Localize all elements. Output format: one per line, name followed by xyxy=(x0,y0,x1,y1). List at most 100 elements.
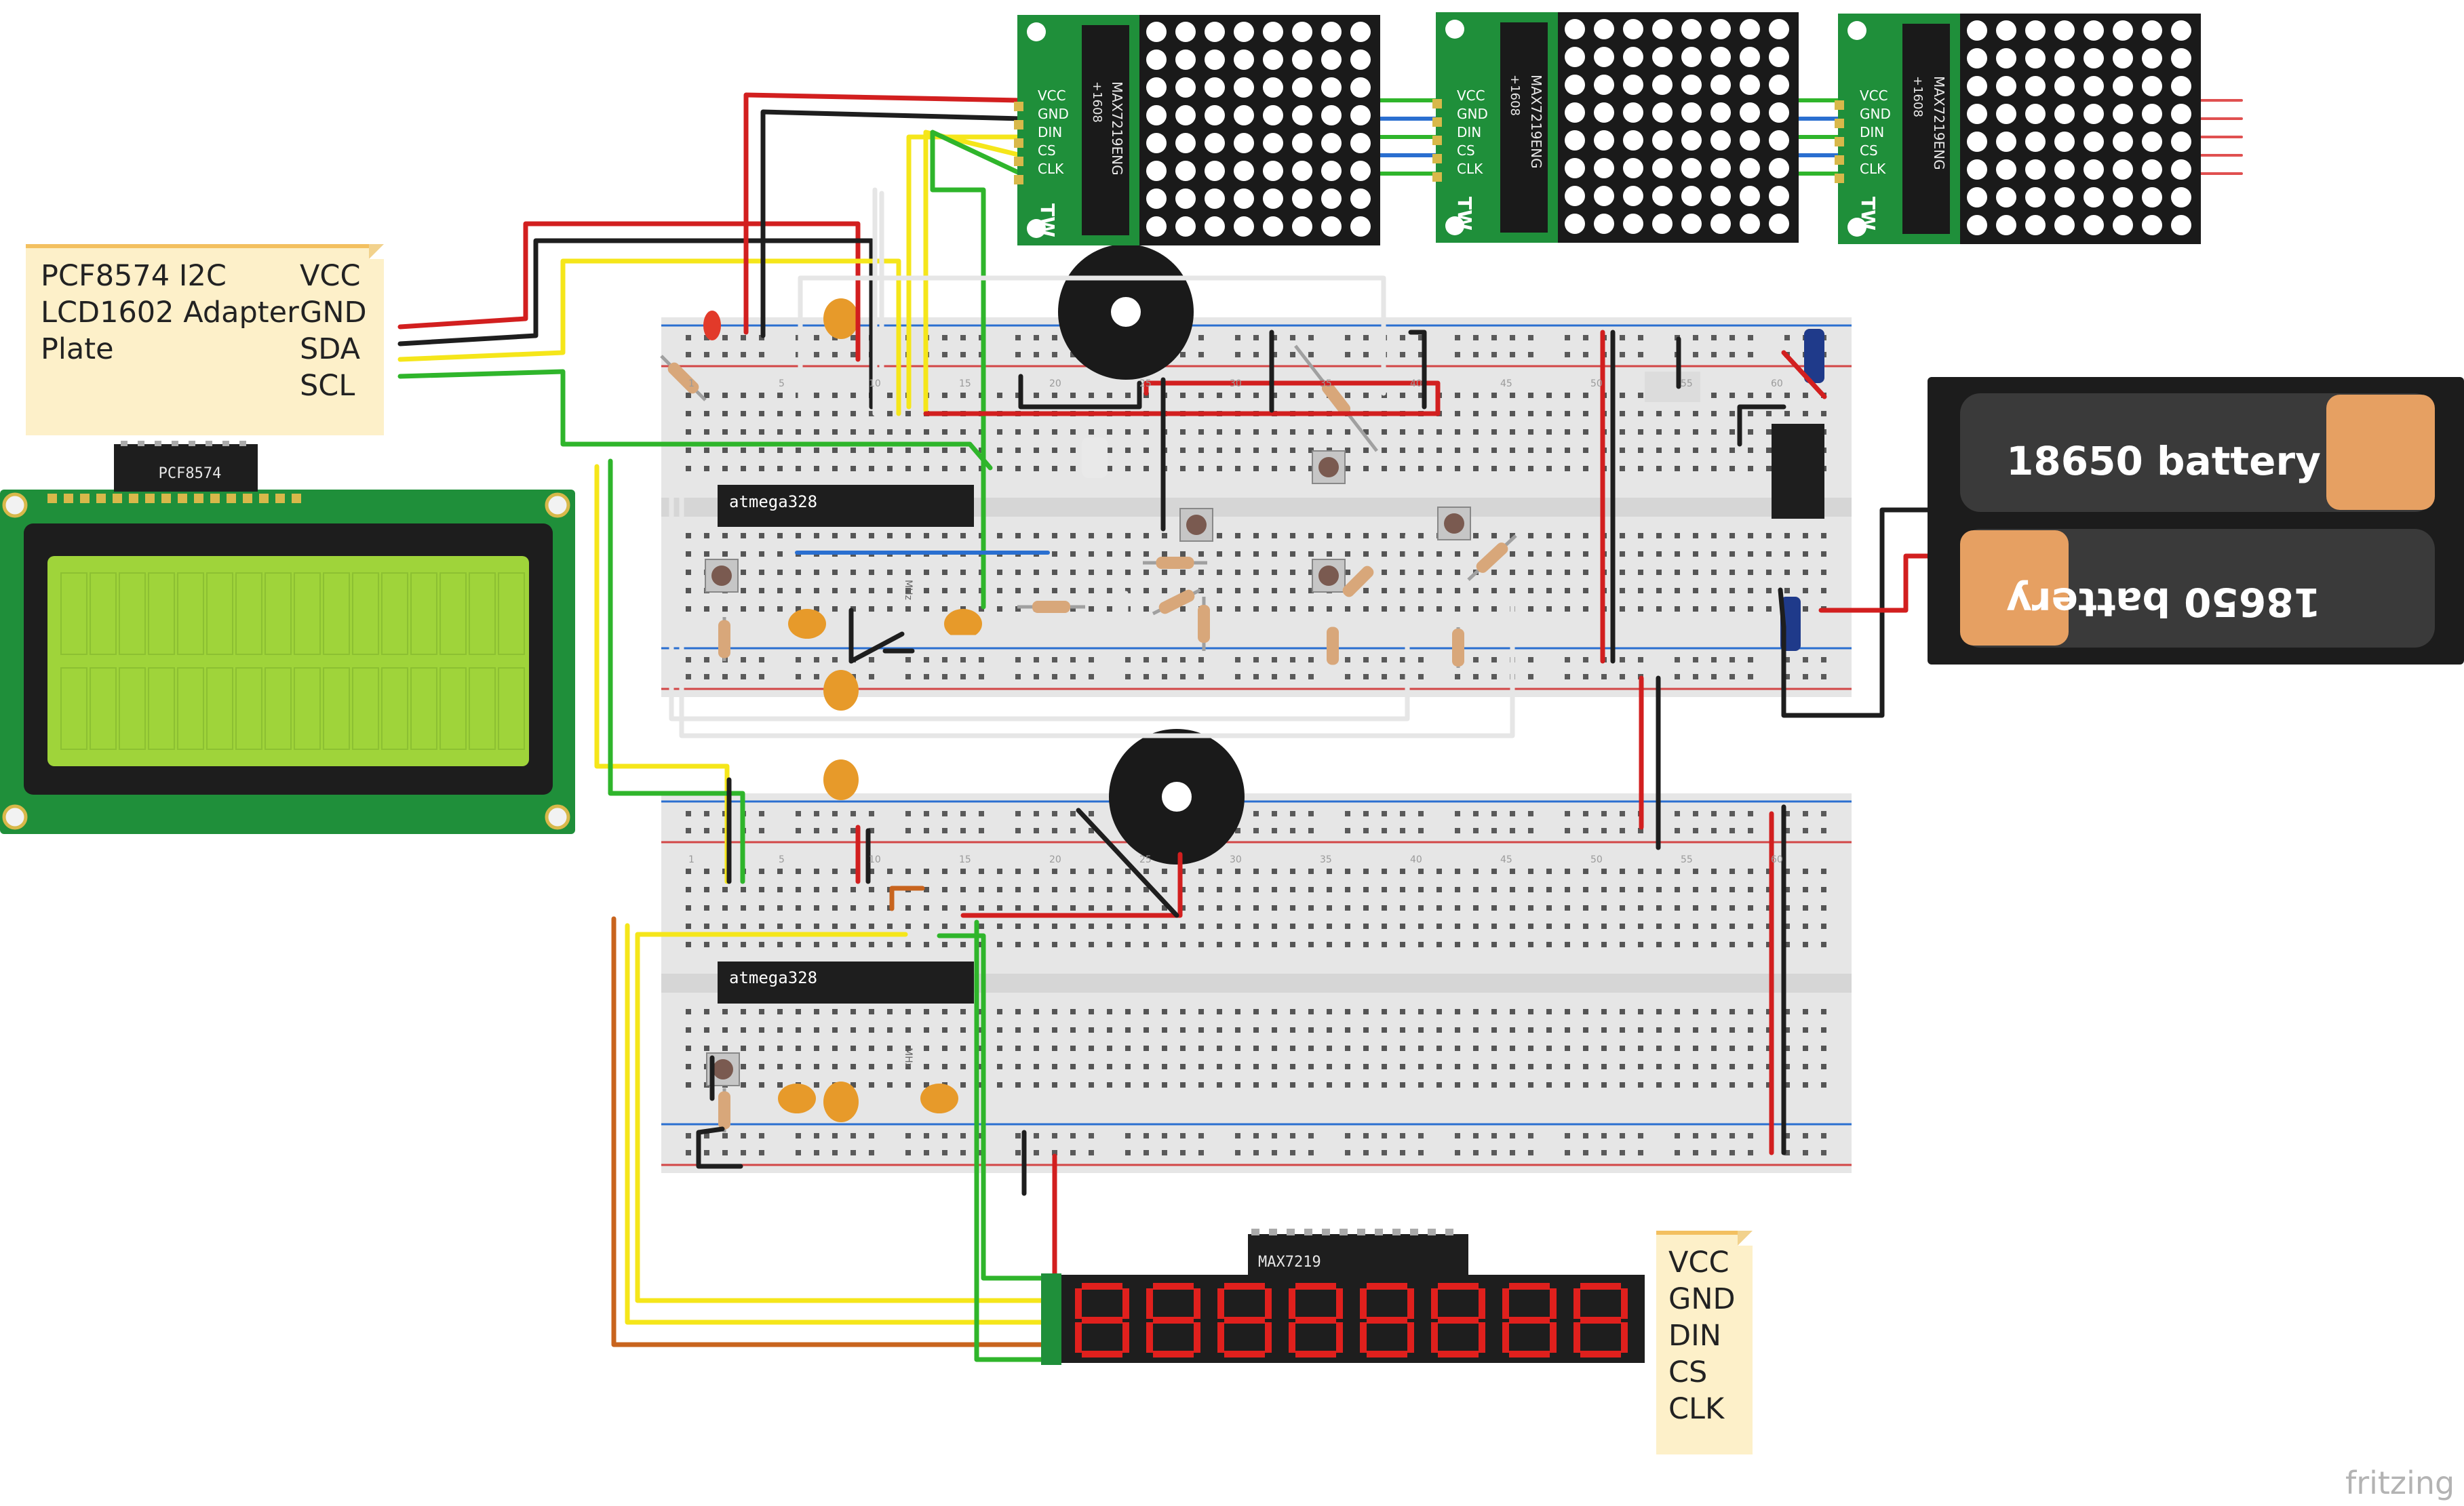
hole xyxy=(1253,869,1259,874)
hole xyxy=(850,393,856,398)
pin xyxy=(1432,136,1442,145)
rail-hole xyxy=(759,1133,764,1138)
rail-hole xyxy=(1784,828,1790,833)
hole xyxy=(869,429,874,435)
hole xyxy=(1748,429,1753,435)
hole xyxy=(832,411,838,416)
hole xyxy=(1473,551,1479,557)
hole xyxy=(1546,533,1552,538)
header-pin xyxy=(259,494,269,503)
matrix-led xyxy=(1263,77,1283,98)
hole xyxy=(1656,1009,1662,1014)
matrix-led xyxy=(1710,186,1731,206)
hole xyxy=(1821,905,1826,911)
matrix-led xyxy=(2025,132,2046,152)
hole xyxy=(1473,429,1479,435)
rail-hole xyxy=(1400,335,1405,340)
hole xyxy=(1253,887,1259,892)
column-number: 50 xyxy=(1590,854,1603,865)
hole xyxy=(1217,533,1222,538)
hole xyxy=(1217,466,1222,471)
matrix-led xyxy=(1594,186,1614,206)
rail-hole xyxy=(1528,657,1533,662)
matrix-3-pin-vcc: VCC xyxy=(1860,87,1888,104)
matrix-2-pin-gnd: GND xyxy=(1457,106,1488,122)
hole xyxy=(1034,1046,1039,1051)
matrix-led xyxy=(1321,133,1342,153)
hole xyxy=(1491,533,1497,538)
wire xyxy=(397,369,993,471)
hole xyxy=(869,1082,874,1088)
hole xyxy=(1473,1046,1479,1051)
hole xyxy=(1675,887,1680,892)
hole xyxy=(1253,570,1259,575)
column-number: 20 xyxy=(1049,854,1061,865)
hole xyxy=(850,1009,856,1014)
segment xyxy=(1122,1322,1129,1353)
rail-hole xyxy=(704,1150,709,1155)
hole xyxy=(1290,448,1295,453)
pushbutton-cap xyxy=(713,1059,733,1079)
hole xyxy=(1620,1027,1625,1033)
hole xyxy=(960,942,966,947)
hole xyxy=(1015,924,1021,929)
matrix-1-pin-gnd: GND xyxy=(1038,106,1069,122)
rail-hole xyxy=(1565,1133,1570,1138)
seg-header xyxy=(1041,1273,1061,1365)
rail-hole xyxy=(814,828,819,833)
matrix-led xyxy=(1234,189,1254,209)
lcd-note-line-3: Plate xyxy=(41,332,114,366)
lcd-cell xyxy=(206,572,233,655)
hole xyxy=(1583,466,1588,471)
hole xyxy=(1601,869,1607,874)
hole xyxy=(887,1082,893,1088)
hole xyxy=(1327,1009,1332,1014)
matrix-led xyxy=(2113,104,2133,124)
rail-hole xyxy=(686,1150,691,1155)
hole xyxy=(1198,448,1204,453)
mount-hole xyxy=(1445,20,1464,39)
hole xyxy=(1400,570,1405,575)
hole xyxy=(1473,942,1479,947)
segment xyxy=(1082,1351,1122,1358)
hole xyxy=(979,869,984,874)
hole xyxy=(1162,533,1167,538)
hole xyxy=(1363,1082,1369,1088)
rail-hole xyxy=(1693,657,1698,662)
lcd-cell xyxy=(148,572,175,655)
hole xyxy=(905,1082,911,1088)
hole xyxy=(741,887,746,892)
rail-hole xyxy=(1052,335,1057,340)
rail-hole xyxy=(924,828,929,833)
hole xyxy=(1272,905,1277,911)
hole xyxy=(1363,942,1369,947)
rail-hole xyxy=(1729,811,1735,816)
matrix-led xyxy=(1234,77,1254,98)
hole xyxy=(1418,905,1424,911)
rail-hole xyxy=(1455,1133,1460,1138)
rail-hole xyxy=(1143,657,1149,662)
rail-hole xyxy=(741,657,746,662)
segment xyxy=(1407,1288,1414,1319)
rail-hole xyxy=(1729,352,1735,357)
hole xyxy=(704,393,709,398)
hole xyxy=(1675,533,1680,538)
cell-2 xyxy=(1960,529,2435,648)
hole xyxy=(1803,393,1808,398)
hole xyxy=(686,1009,691,1014)
hole xyxy=(1253,606,1259,612)
hole xyxy=(832,905,838,911)
hole xyxy=(1491,448,1497,453)
rail-hole xyxy=(905,1150,911,1155)
hole xyxy=(1803,1064,1808,1069)
hole xyxy=(1125,448,1131,453)
hole xyxy=(905,1027,911,1033)
hole xyxy=(814,887,819,892)
rail-hole xyxy=(832,811,838,816)
hole xyxy=(1766,466,1772,471)
hole xyxy=(1656,429,1662,435)
hole xyxy=(741,466,746,471)
hole xyxy=(1418,942,1424,947)
seg-note-pin-vcc: VCC xyxy=(1668,1246,1729,1280)
rail-hole xyxy=(979,657,984,662)
